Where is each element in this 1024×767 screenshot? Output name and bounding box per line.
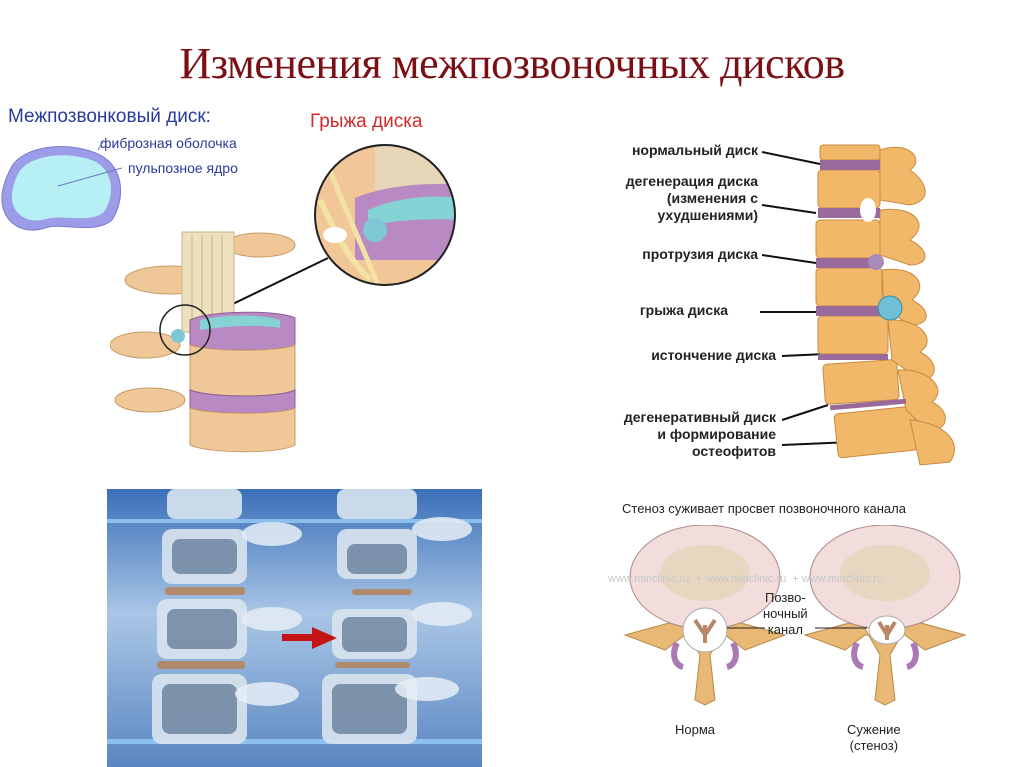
caption-stenosis: Сужение (стеноз)	[847, 722, 901, 753]
stage-label-degeneration: дегенерация диска (изменения с ухудшения…	[625, 173, 758, 223]
stenosis-heading: Стеноз суживает просвет позвоночного кан…	[622, 501, 906, 516]
stage-label-thinning: истончение диска	[651, 347, 776, 363]
label-fibrous-ring: фиброзная оболочка	[100, 135, 237, 151]
stage-label-protrusion: протрузия диска	[642, 246, 758, 262]
caption-normal: Норма	[675, 722, 716, 737]
watermark: www.minclinic.ru + www.minclinic.ru + ww…	[608, 573, 884, 585]
label-nucleus-pulposus: пульпозное ядро	[128, 160, 238, 176]
herniated-disc-illustration	[110, 144, 456, 453]
stenosis-comparison-illustration	[623, 525, 967, 706]
xray-spine-image	[107, 489, 482, 767]
hernia-heading: Грыжа диска	[310, 111, 423, 132]
disc-cross-section-illustration	[1, 140, 123, 231]
stage-label-normal: нормальный диск	[631, 142, 758, 158]
canal-label: Позво- ночный канал	[763, 590, 808, 637]
disc-anatomy-heading: Межпозвонковый диск:	[8, 106, 211, 127]
slide-title: Изменения межпозвоночных дисков	[179, 39, 845, 88]
stage-label-osteophytes: дегенеративный диск и формирование остео…	[623, 409, 776, 459]
red-arrow-icon	[282, 627, 337, 649]
stage-label-hernia: грыжа диска	[639, 302, 728, 318]
spine-degeneration-illustration	[760, 144, 955, 466]
